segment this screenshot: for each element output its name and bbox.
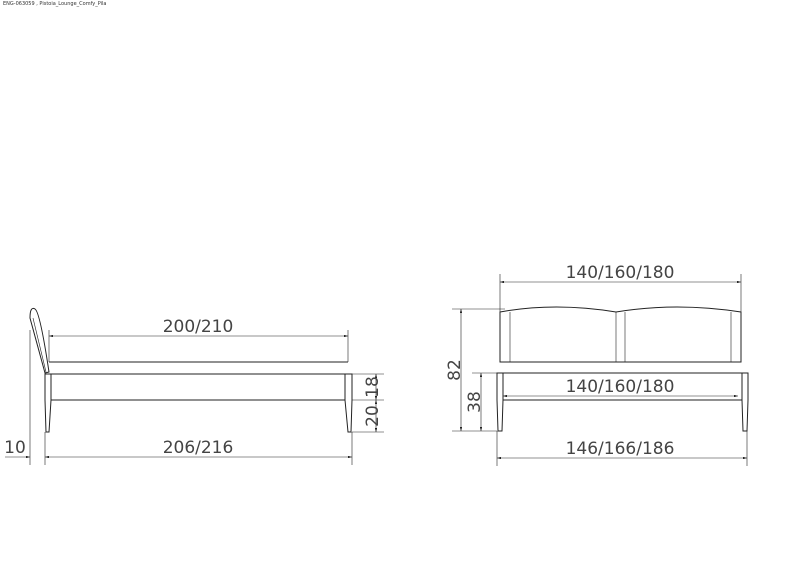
dim-inner-length: 200/210 (163, 317, 234, 337)
dim-outer-length: 206/216 (163, 438, 234, 458)
dim-total-height: 82 (445, 359, 465, 381)
dim-frame-height: 18 (363, 376, 383, 398)
dim-headboard-width: 140/160/180 (566, 263, 675, 283)
dim-inner-width: 140/160/180 (566, 377, 675, 397)
side-rail (50, 373, 346, 401)
dim-outer-width: 146/166/186 (566, 439, 675, 459)
dim-leg-height: 20 (363, 405, 383, 427)
headboard-outline (499, 306, 742, 363)
leg-right (344, 373, 353, 433)
headboard (29, 307, 50, 374)
leg-left (44, 373, 52, 433)
front-leg-right (741, 372, 749, 432)
dim-frame-top-height: 38 (465, 391, 485, 413)
dim-headboard-offset: 10 (4, 438, 26, 458)
front-leg-left (496, 372, 504, 432)
front-view: 140/160/180 140/160/180 146/166/186 82 3… (445, 263, 749, 466)
drawing-title: ENG-063059 , Pistoia_Lounge_Comfy_Pila (3, 1, 107, 7)
side-view: 200/210 206/216 10 18 20 (4, 307, 384, 465)
